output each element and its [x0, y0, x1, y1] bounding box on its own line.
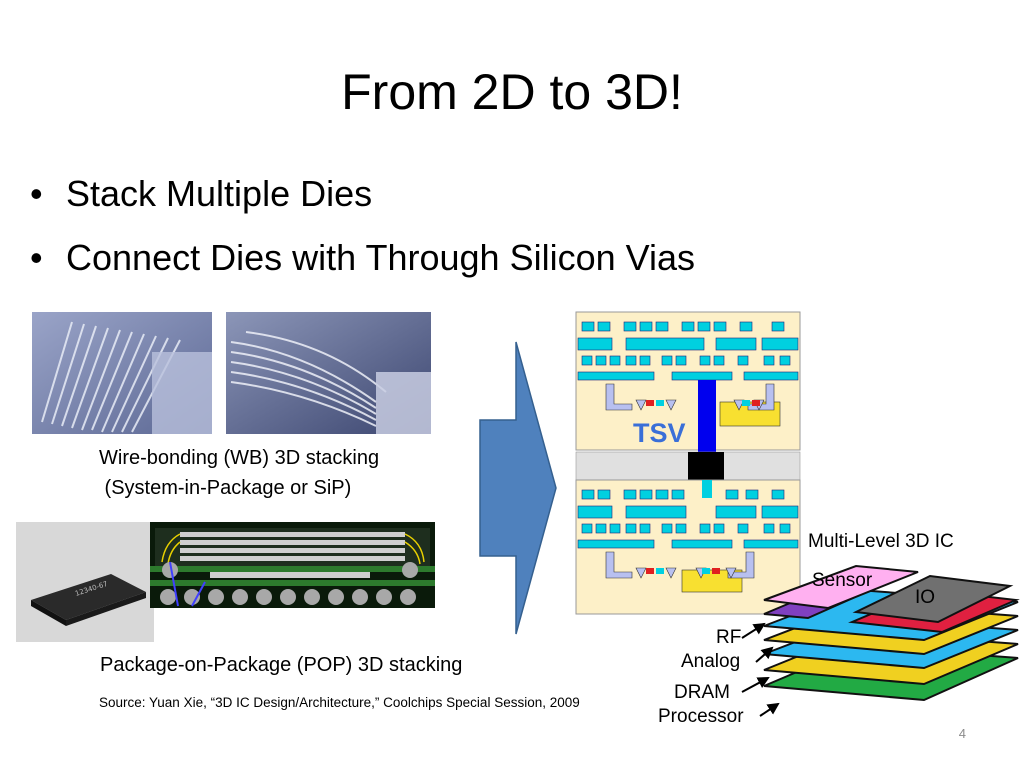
bullet-list: • Stack Multiple Dies • Connect Dies with … — [30, 162, 695, 290]
layer-pointer-arrows — [741, 622, 780, 717]
bullet-item: • Stack Multiple Dies — [30, 162, 695, 226]
sip-caption: (System-in-Package or SiP) — [99, 477, 352, 499]
source-citation: Source: Yuan Xie, “3D IC Design/Architec… — [99, 695, 580, 710]
tsv-label: TSV — [633, 418, 686, 448]
wire-bonding-caption: Wire-bonding (WB) 3D stacking — [99, 447, 380, 469]
processor-label: Processor — [658, 706, 744, 727]
sensor-label: Sensor — [812, 570, 873, 591]
bullet-marker: • — [30, 237, 43, 278]
wire-bonding-photo-2 — [226, 312, 431, 434]
pop-chip-photo: 12340-67 — [16, 522, 154, 642]
pop-caption: Package-on-Package (POP) 3D stacking — [100, 654, 463, 676]
dram-label: DRAM — [674, 682, 730, 703]
bullet-text: Connect Dies with Through Silicon Vias — [66, 237, 695, 278]
page-number: 4 — [958, 726, 966, 741]
pop-cross-section — [150, 522, 435, 608]
bullet-marker: • — [30, 173, 43, 214]
bullet-item: • Connect Dies with Through Silicon Vias — [30, 226, 695, 290]
tsv-diagram — [575, 311, 801, 615]
io-label: IO — [915, 587, 936, 608]
rf-label: RF — [716, 627, 742, 648]
multilevel-stack-diagram — [763, 564, 1020, 702]
slide-title: From 2D to 3D! — [341, 64, 683, 120]
bullet-text: Stack Multiple Dies — [66, 173, 373, 214]
multilevel-title: Multi-Level 3D IC — [808, 531, 954, 552]
analog-label: Analog — [681, 651, 741, 672]
right-arrow-icon — [479, 341, 557, 635]
wire-bonding-photo-1 — [32, 312, 212, 434]
